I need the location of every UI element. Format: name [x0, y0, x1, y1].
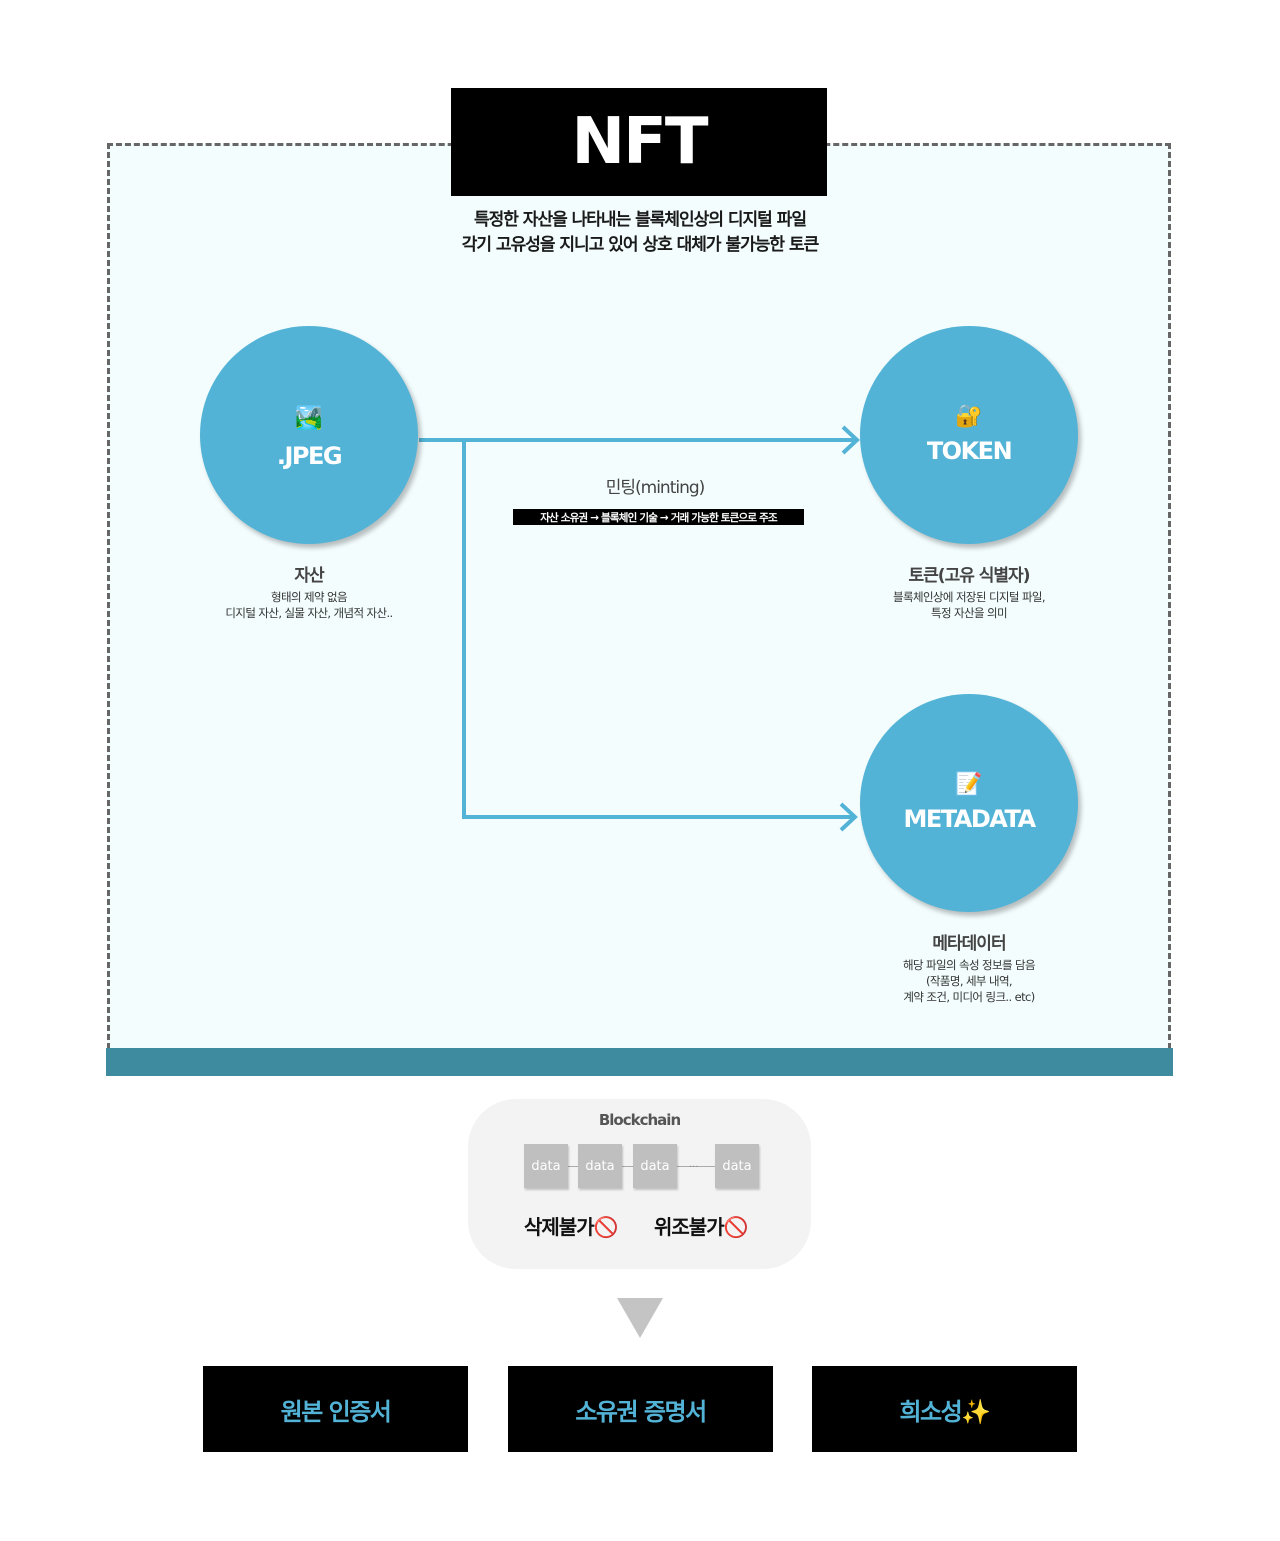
- jpeg-caption: 자산 형태의 제약 없음 디지털 자산, 실물 자산, 개념적 자산..: [189, 561, 429, 621]
- token-caption-line: 특정 자산을 의미: [931, 606, 1008, 620]
- block-link: [567, 1166, 579, 1167]
- minting-description: 자산 소유권 → 블록체인 기술 → 거래 가능한 토큰으로 주조: [513, 509, 804, 525]
- unforgeable-flag: 위조불가🚫: [654, 1215, 749, 1239]
- token-node: 🔐 TOKEN: [860, 326, 1078, 544]
- arrowhead-token: [841, 425, 860, 455]
- nft-subtitle: 특정한 자산을 나타내는 블록체인상의 디지털 파일 각기 고유성을 지니고 있…: [340, 208, 940, 258]
- metadata-caption-line: (작품명, 세부 내역,: [926, 974, 1013, 988]
- token-caption: 토큰(고유 식별자) 블록체인상에 저장된 디지털 파일, 특정 자산을 의미: [849, 561, 1089, 621]
- block-ellipsis: ...: [689, 1159, 699, 1170]
- metadata-caption-title: 메타데이터: [932, 934, 1006, 954]
- metadata-label: METADATA: [903, 805, 1036, 833]
- token-label: TOKEN: [926, 437, 1013, 465]
- metadata-node: 📝 METADATA: [860, 694, 1078, 912]
- jpeg-label: .JPEG: [276, 442, 343, 470]
- result-scarcity: 희소성✨: [812, 1366, 1077, 1452]
- jpeg-caption-line: 디지털 자산, 실물 자산, 개념적 자산..: [225, 606, 393, 620]
- lock-key-icon: 🔐: [955, 404, 983, 429]
- result-original-certificate: 원본 인증서: [203, 1366, 468, 1452]
- memo-icon: 📝: [955, 772, 983, 797]
- down-arrow-icon: [617, 1298, 663, 1338]
- block-link: [676, 1166, 715, 1167]
- result-ownership-proof: 소유권 증명서: [508, 1366, 773, 1452]
- arrowhead-metadata: [839, 802, 858, 832]
- jpeg-caption-line: 형태의 제약 없음: [271, 590, 348, 604]
- token-caption-line: 블록체인상에 저장된 디지털 파일,: [893, 590, 1046, 604]
- minting-title: 민팅(minting): [605, 478, 706, 498]
- subtitle-line-1: 특정한 자산을 나타내는 블록체인상의 디지털 파일: [473, 210, 807, 230]
- metadata-caption-line: 해당 파일의 속성 정보를 담음: [903, 958, 1036, 972]
- blockchain-panel: Blockchain data data data ... data 삭제불가🚫…: [468, 1099, 811, 1269]
- frame-bottom-bar: [106, 1048, 1173, 1076]
- block-link: [621, 1166, 633, 1167]
- data-block: data: [633, 1144, 677, 1188]
- data-block: data: [524, 1144, 568, 1188]
- metadata-caption: 메타데이터 해당 파일의 속성 정보를 담음 (작품명, 세부 내역, 계약 조…: [849, 929, 1089, 1005]
- jpeg-caption-title: 자산: [294, 566, 324, 586]
- data-block: data: [578, 1144, 622, 1188]
- subtitle-line-2: 각기 고유성을 지니고 있어 상호 대체가 불가능한 토큰: [461, 235, 820, 255]
- connector-to-metadata: [462, 440, 854, 819]
- undeletable-flag: 삭제불가🚫: [524, 1215, 619, 1239]
- token-caption-title: 토큰(고유 식별자): [908, 566, 1031, 586]
- picture-icon: 🏞️: [295, 406, 323, 431]
- nft-title: NFT: [451, 88, 827, 196]
- metadata-caption-line: 계약 조건, 미디어 링크.. etc): [903, 990, 1035, 1004]
- data-block: data: [715, 1144, 759, 1188]
- jpeg-node: 🏞️ .JPEG: [200, 326, 418, 544]
- blockchain-title: Blockchain: [598, 1111, 681, 1129]
